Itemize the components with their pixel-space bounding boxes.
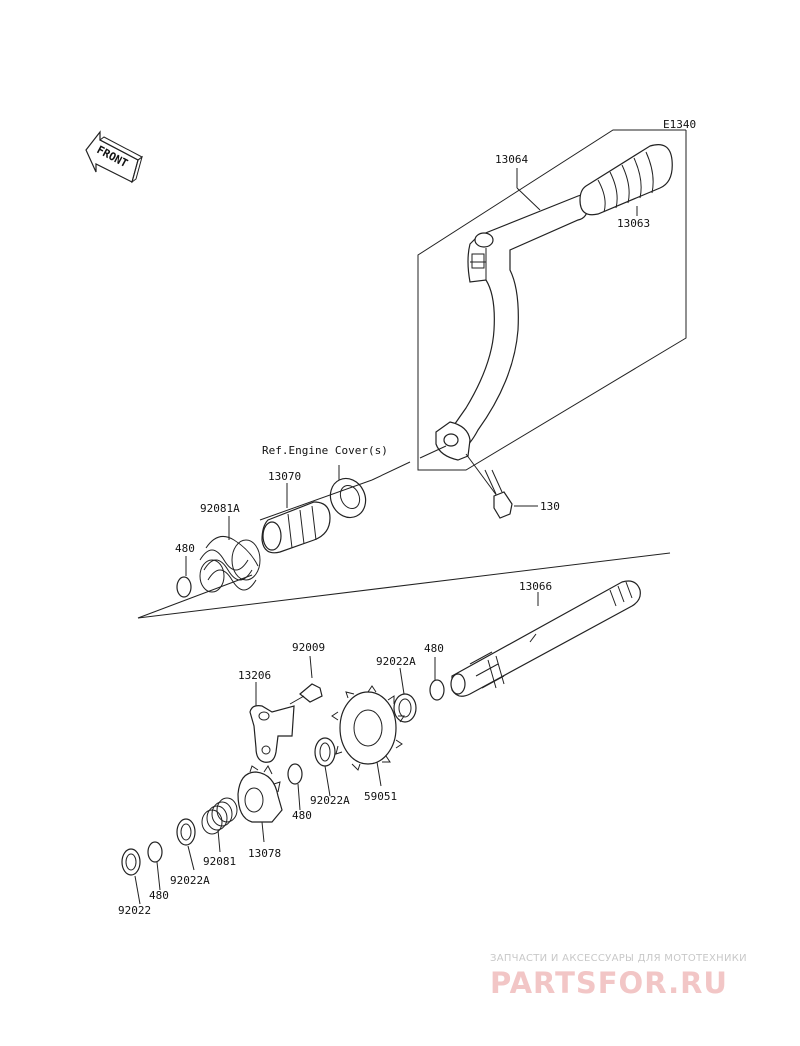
ref-engine-cover-label: Ref.Engine Cover(s) — [262, 444, 388, 457]
pedal-group-outline — [417, 129, 687, 471]
part-number-92022A-lower: 92022A — [170, 874, 210, 887]
circlip-480-middle — [287, 763, 303, 811]
part-number-92022A-middle: 92022A — [310, 794, 350, 807]
part-number-480-lower: 480 — [149, 889, 169, 902]
circlip-480-top — [176, 556, 192, 598]
screw-92009 — [289, 655, 323, 705]
part-number-13070: 13070 — [268, 470, 301, 483]
kick-pedal-arm — [435, 194, 589, 461]
gear-59051 — [331, 685, 405, 787]
part-number-92022: 92022 — [118, 904, 151, 917]
washer-92022A-upper — [393, 667, 417, 723]
ratchet-guide-13206 — [249, 682, 295, 763]
part-number-13206: 13206 — [238, 669, 271, 682]
part-number-92081: 92081 — [203, 855, 236, 868]
part-number-480-shaft: 480 — [424, 642, 444, 655]
part-number-13078: 13078 — [248, 847, 281, 860]
part-number-92009: 92009 — [292, 641, 325, 654]
spring-92081 — [201, 797, 238, 853]
part-number-59051: 59051 — [364, 790, 397, 803]
part-number-13066: 13066 — [519, 580, 552, 593]
part-number-480-top: 480 — [175, 542, 195, 555]
part-number-13064: 13064 — [495, 153, 528, 166]
washer-92022A-middle — [314, 737, 336, 797]
circlip-480-shaft — [429, 657, 445, 701]
circlip-480-lower — [147, 841, 163, 891]
part-number-480-middle: 480 — [292, 809, 312, 822]
washer-92022A-lower — [176, 818, 196, 871]
part-number-130: 130 — [540, 500, 560, 513]
bolt-130 — [484, 469, 538, 519]
washer-92022 — [121, 848, 141, 905]
pedal-rubber-grip — [579, 144, 673, 216]
part-number-13063: 13063 — [617, 217, 650, 230]
part-number-92081A: 92081A — [200, 502, 240, 515]
diagram-code: E1340 — [663, 118, 696, 131]
front-arrow-icon: FRONT — [85, 130, 143, 184]
kick-shaft — [450, 580, 641, 697]
collar-13070 — [261, 483, 331, 554]
part-number-92022A-upper: 92022A — [376, 655, 416, 668]
spring-92081A — [199, 516, 261, 593]
ratchet-gear-13078 — [237, 765, 283, 843]
watermark-tagline: ЗАПЧАСТИ И АКСЕССУАРЫ ДЛЯ МОТОТЕХНИКИ — [490, 953, 747, 964]
watermark-logo: PARTSFOR.RU — [490, 966, 728, 1000]
oil-seal — [329, 465, 367, 519]
